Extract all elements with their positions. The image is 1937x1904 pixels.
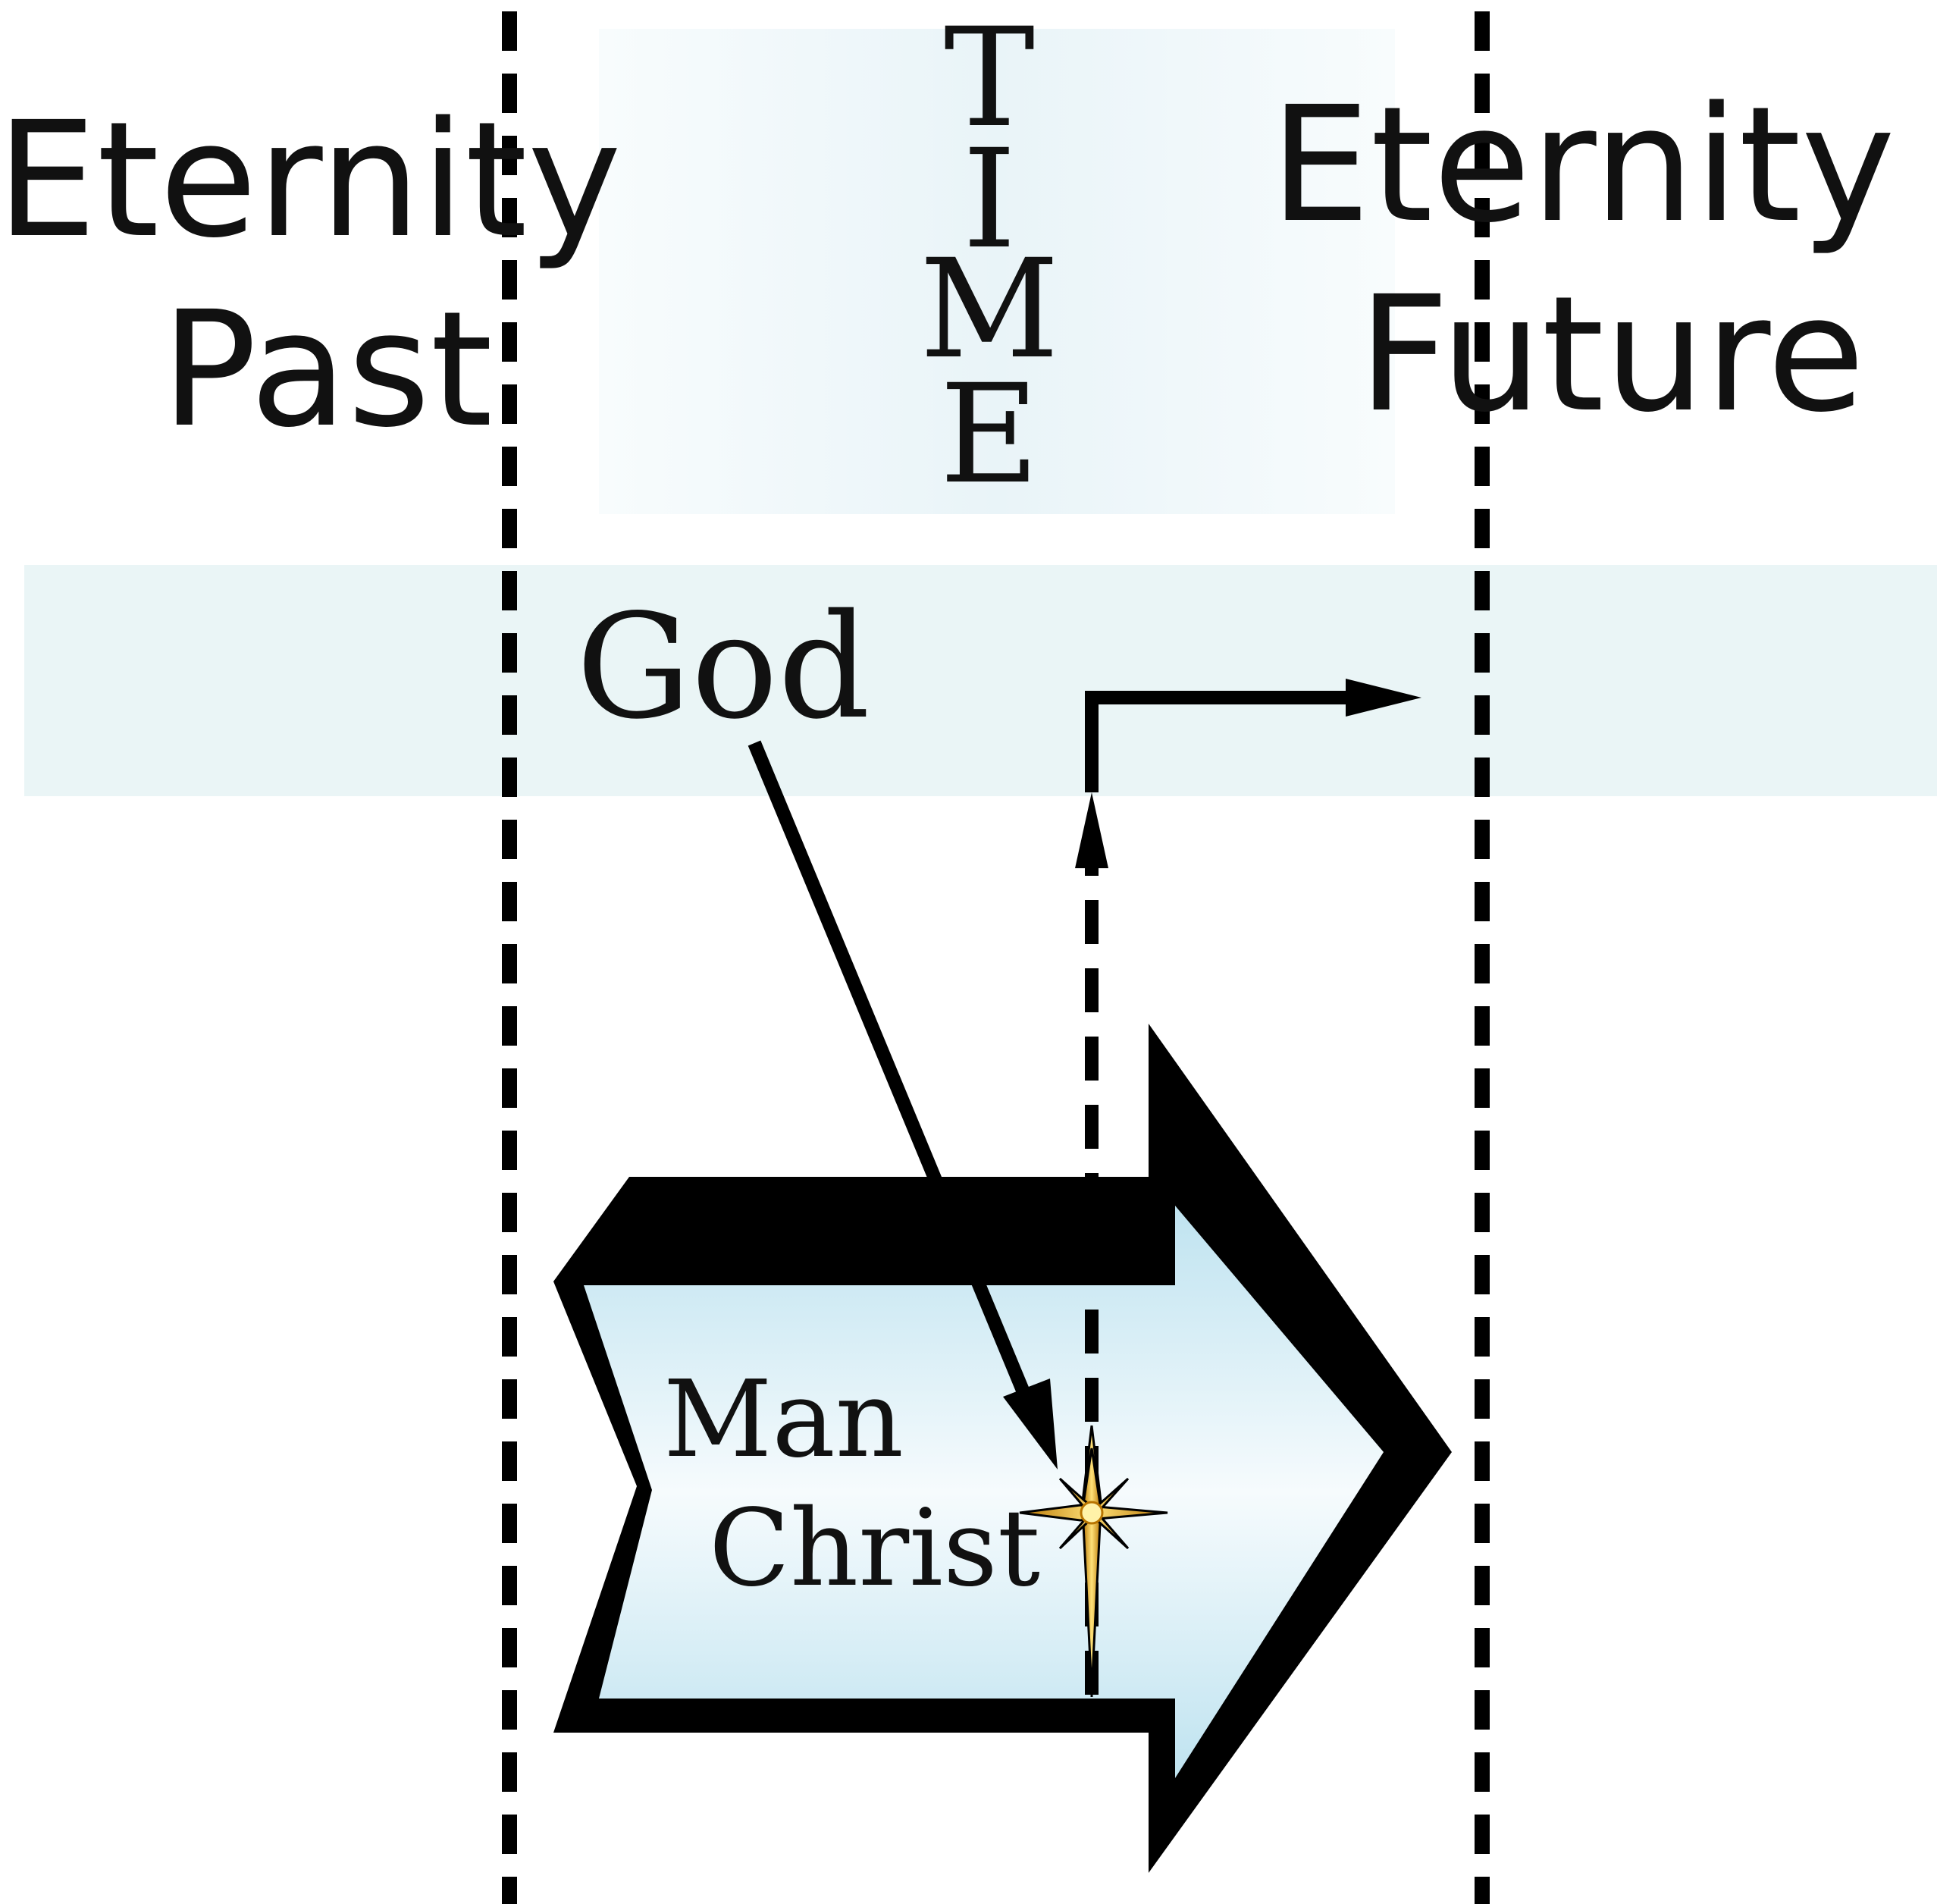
eternity-future-label-line1: Eternity: [1270, 72, 1895, 258]
god-band: [24, 565, 1937, 796]
eternal-life-arrowhead: [1346, 679, 1421, 717]
man-label: Man: [663, 1358, 904, 1482]
time-letter-e: E: [939, 356, 1039, 514]
time-letter-i: I: [962, 121, 1016, 279]
time-label: T I M E: [920, 0, 1059, 514]
ascension-arrowhead: [1075, 792, 1108, 868]
time-band: [599, 29, 1395, 514]
eternity-past-label-line2: Past: [161, 277, 493, 463]
eternity-future-label-line2: Future: [1358, 262, 1865, 447]
time-letter-m: M: [920, 231, 1059, 389]
incarnation-arrowhead: [1003, 1379, 1058, 1470]
eternity-past-label-line1: Eternity: [0, 87, 622, 273]
god-label: God: [576, 583, 870, 751]
time-letter-t: T: [944, 0, 1035, 158]
time-arrow-body: [584, 1206, 1384, 1778]
incarnation-arrow-line: [748, 740, 1038, 1413]
eternal-life-arrow-line: [1085, 691, 1365, 792]
christ-label: Christ: [709, 1487, 1040, 1611]
star-of-bethlehem-icon: [1019, 1425, 1168, 1697]
